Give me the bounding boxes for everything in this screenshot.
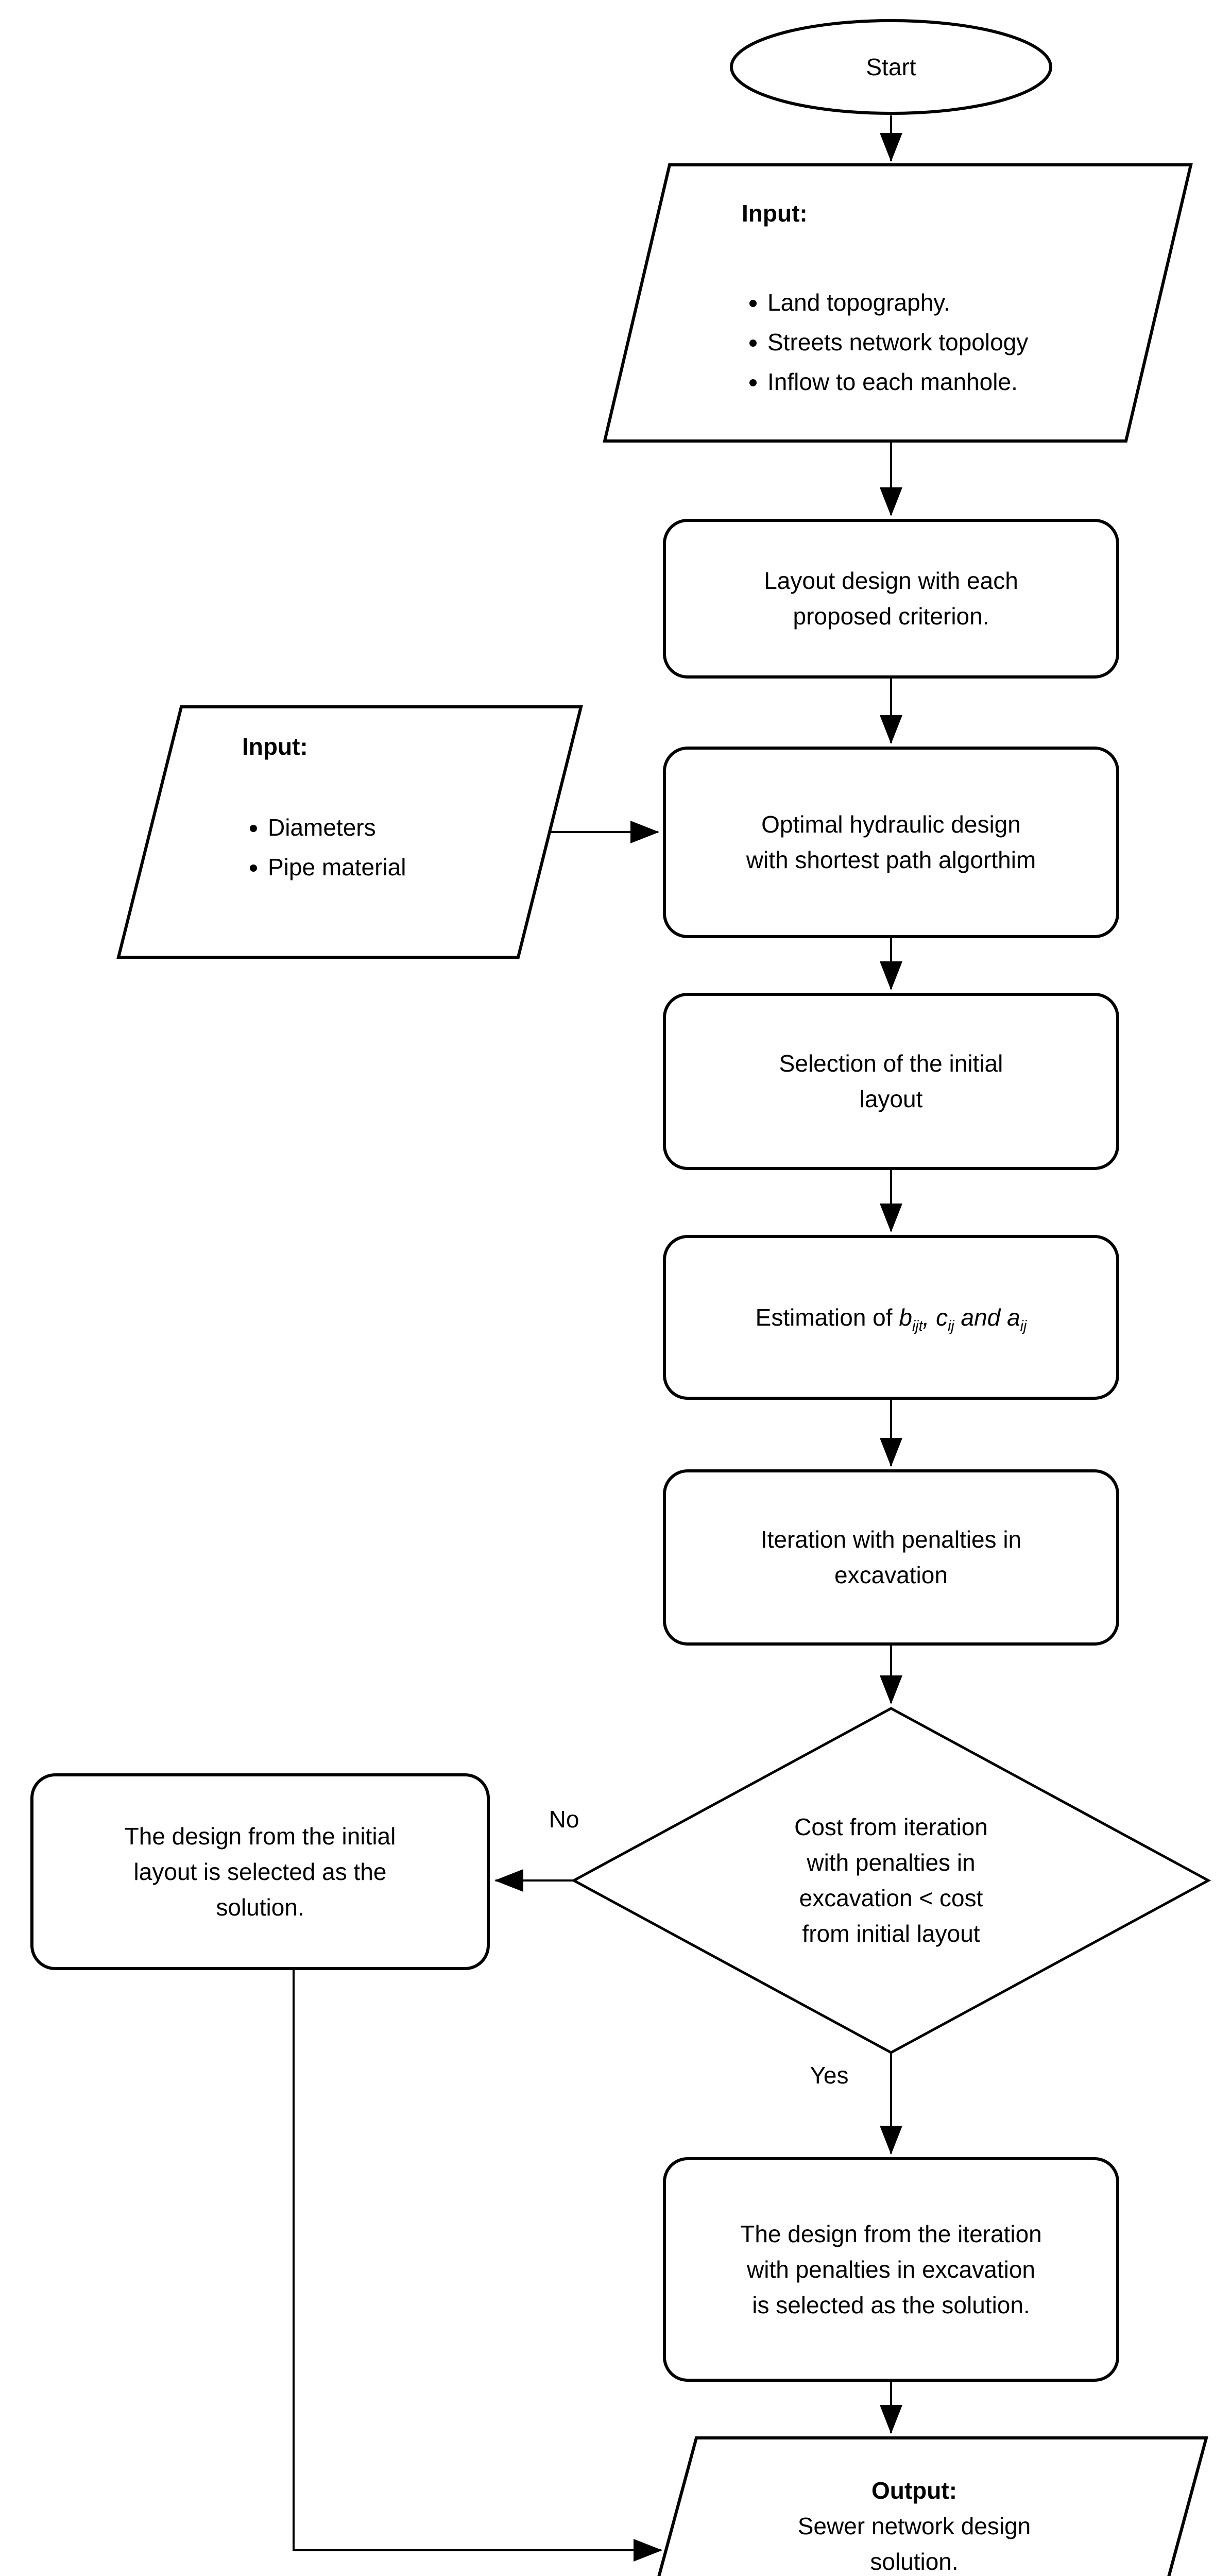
optimal-hydraulic-label: Optimal hydraulic design with shortest p… <box>746 811 1036 873</box>
side-input-title: Input: <box>242 733 308 760</box>
no-label: No <box>549 1806 579 1833</box>
layout-design-process-shape <box>663 519 1119 679</box>
initial-layout-solution-shape <box>30 1773 490 1970</box>
output-parallelogram <box>657 2436 1208 2576</box>
input-data-list: Land topography. Streets network topolog… <box>690 281 1028 404</box>
list-item: Pipe material <box>268 850 406 885</box>
list-item: Inflow to each manhole. <box>767 364 1028 400</box>
start-label: Start <box>866 53 916 80</box>
estimation-label: Estimation of bijt, cij and aij <box>755 1303 1027 1334</box>
list-item: Streets network topology <box>767 325 1028 360</box>
initial-layout-solution-label: The design from the initial layout is se… <box>124 1822 396 1921</box>
list-item: Diameters <box>268 810 406 845</box>
yes-label: Yes <box>810 2062 849 2089</box>
input-data-content: Input: Land topography. Streets network … <box>690 196 1123 422</box>
arrow-nobox-to-output <box>293 1969 662 2562</box>
estimation-process-shape <box>663 1235 1119 1400</box>
input-data-parallelogram <box>603 163 1193 443</box>
list-item: Land topography. <box>767 285 1028 320</box>
side-input-parallelogram <box>116 705 583 959</box>
selection-initial-layout-shape <box>663 993 1119 1170</box>
iteration-solution-label: The design from the iteration with penal… <box>740 2220 1042 2318</box>
cost-decision-diamond <box>571 1707 1211 2054</box>
cost-decision-label: Cost from iteration with penalties in ex… <box>794 1814 988 1947</box>
output-title: Output: <box>871 2477 958 2504</box>
input-data-title: Input: <box>742 200 808 227</box>
iteration-penalties-label: Iteration with penalties in excavation <box>760 1526 1022 1588</box>
optimal-hydraulic-process-shape <box>663 747 1119 938</box>
iteration-penalties-shape <box>663 1469 1119 1646</box>
output-content: Output: Sewer network design solution. <box>695 2473 1133 2576</box>
layout-design-label: Layout design with each proposed criteri… <box>764 567 1018 630</box>
side-input-list: Diameters Pipe material <box>206 806 406 889</box>
output-label: Sewer network design solution. <box>797 2513 1031 2575</box>
start-terminator-shape <box>730 19 1052 115</box>
iteration-solution-shape <box>663 2157 1119 2382</box>
side-input-content: Input: Diameters Pipe material <box>206 729 525 935</box>
selection-initial-label: Selection of the initial layout <box>779 1050 1003 1112</box>
